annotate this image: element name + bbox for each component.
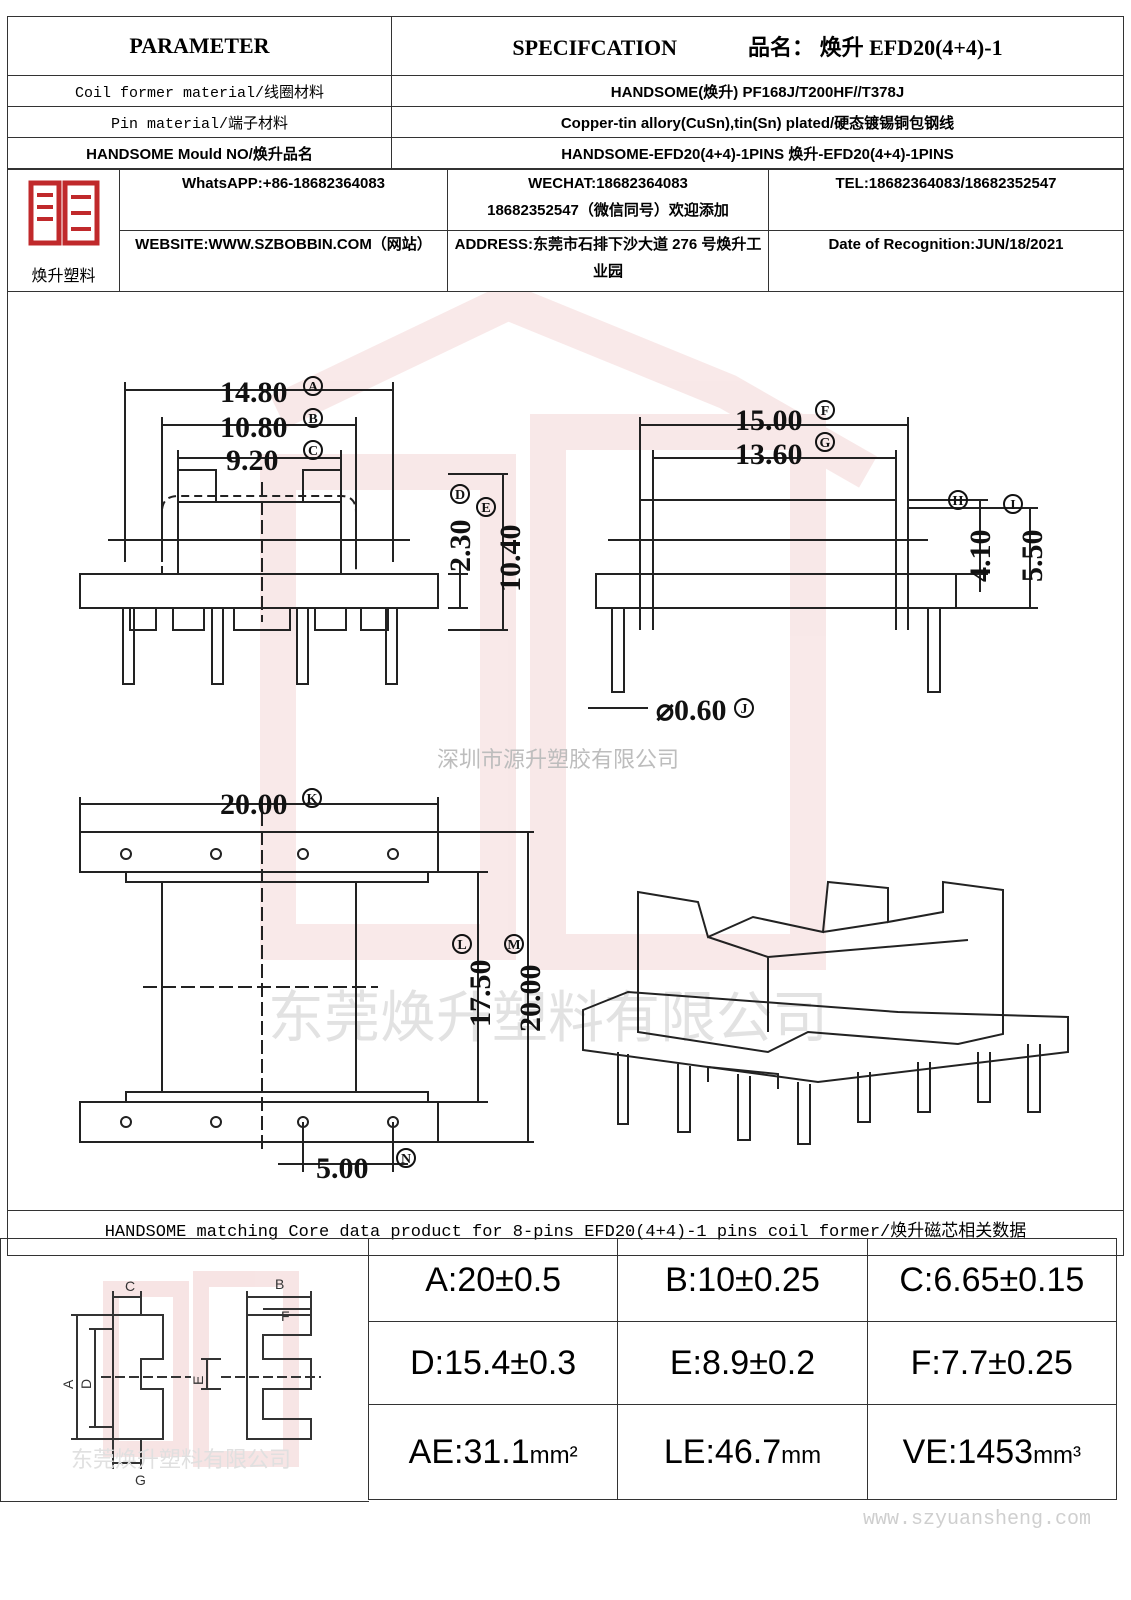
- core-e: E:8.9±0.2: [617, 1321, 868, 1405]
- pin-material-value: Copper-tin allory(CuSn),tin(Sn) plated/硬…: [391, 106, 1124, 138]
- dim-h-value: 4.10: [964, 530, 997, 583]
- core-ve-unit: mm³: [1033, 1441, 1082, 1469]
- dim-j-value: ⌀0.60: [656, 694, 727, 727]
- contact-table: 焕升塑料 WhatsAPP:+86-18682364083 WECHAT:186…: [7, 169, 1124, 292]
- product-label: 品名：: [748, 35, 815, 60]
- core-watermark: 东莞焕升塑料有限公司: [71, 1448, 291, 1473]
- core-ve: VE:1453mm³: [866, 1404, 1118, 1500]
- website: WEBSITE:WWW.SZBOBBIN.COM（网站）: [119, 230, 448, 292]
- spec-sheet: PARAMETER SPECIFCATION 品名： 焕升 EFD20(4+4)…: [7, 16, 1124, 1556]
- core-schematic: C B F A D E G 东莞焕升塑料有限公司: [0, 1238, 369, 1502]
- isometric-view: [582, 880, 1069, 1145]
- watermark-text-1: 深圳市源升塑胶有限公司: [437, 748, 679, 773]
- drawing-canvas: 深圳市源升塑胶有限公司 东莞焕升塑料有限公司: [79, 292, 1069, 1185]
- tag-h: H: [953, 494, 964, 509]
- wechat-line-2: 18682352547（微信同号）欢迎添加: [487, 202, 729, 219]
- tag-n: N: [401, 1152, 411, 1167]
- tag-g: G: [820, 436, 831, 451]
- dim-a-value: 14.80: [220, 376, 288, 409]
- tag-e: E: [481, 501, 490, 516]
- dim-b-value: 10.80: [220, 411, 288, 444]
- dim-e-value: 10.40: [494, 525, 527, 593]
- product-name: 焕升 EFD20(4+4)-1: [819, 35, 1003, 60]
- recognition-date: Date of Recognition:JUN/18/2021: [768, 230, 1124, 292]
- core-c: C:6.65±0.15: [866, 1238, 1118, 1322]
- mould-no-value: HANDSOME-EFD20(4+4)-1PINS 焕升-EFD20(4+4)-…: [391, 137, 1124, 169]
- tag-a: A: [308, 380, 319, 395]
- side-view: [588, 417, 1038, 709]
- watermark-logo: [260, 292, 877, 970]
- dim-c-value: 9.20: [226, 444, 279, 477]
- tag-i: I: [1010, 498, 1015, 513]
- whatsapp: WhatsAPP:+86-18682364083: [119, 169, 448, 231]
- core-schematic-drawing: C B F A D E G 东莞焕升塑料有限公司: [60, 1271, 321, 1488]
- logo-mark-icon: [28, 180, 99, 246]
- coil-material-label: Coil former material/线圈材料: [7, 75, 392, 107]
- address: ADDRESS:东莞市石排下沙大道 276 号焕升工业园: [447, 230, 769, 292]
- core-ve-value: VE:1453: [902, 1432, 1034, 1471]
- specification-label: SPECIFCATION: [512, 35, 678, 60]
- core-le-unit: mm: [781, 1441, 822, 1469]
- wechat-line-1: WECHAT:18682364083: [528, 175, 688, 192]
- telephone: TEL:18682364083/18682352547: [768, 169, 1124, 231]
- specification-heading: SPECIFCATION 品名： 焕升 EFD20(4+4)-1: [391, 16, 1124, 76]
- parameter-heading: PARAMETER: [7, 16, 392, 76]
- core-f: F:7.7±0.25: [866, 1321, 1118, 1405]
- tag-m: M: [507, 938, 520, 953]
- logo-text: 焕升塑料: [31, 268, 96, 285]
- mould-no-label: HANDSOME Mould NO/焕升品名: [7, 137, 392, 169]
- dim-f-value: 15.00: [735, 404, 803, 437]
- core-le: LE:46.7mm: [617, 1404, 868, 1500]
- core-label-b: B: [275, 1276, 284, 1292]
- dim-i-value: 5.50: [1016, 530, 1049, 583]
- core-label-g: G: [135, 1472, 146, 1488]
- core-label-d: D: [78, 1379, 94, 1389]
- dim-n-value: 5.00: [316, 1152, 369, 1185]
- tag-l: L: [457, 938, 466, 953]
- dim-g-value: 13.60: [735, 438, 803, 471]
- core-ae: AE:31.1mm²: [367, 1404, 619, 1500]
- core-label-e: E: [190, 1376, 206, 1385]
- tag-f: F: [821, 404, 830, 419]
- tag-b: B: [308, 412, 317, 427]
- pin-material-label: Pin material/端子材料: [7, 106, 392, 138]
- front-view: [79, 382, 508, 685]
- core-b: B:10±0.25: [617, 1238, 868, 1322]
- core-d: D:15.4±0.3: [367, 1321, 619, 1405]
- core-label-a: A: [60, 1379, 76, 1389]
- dim-m-value: 20.00: [514, 965, 547, 1033]
- core-label-f: F: [281, 1308, 290, 1324]
- dim-k-value: 20.00: [220, 788, 288, 821]
- footer-url: www.szyuansheng.com: [862, 1508, 1091, 1531]
- core-label-c: C: [125, 1278, 135, 1294]
- coil-material-value: HANDSOME(焕升) PF168J/T200HF//T378J: [391, 75, 1124, 107]
- watermark-text-2: 东莞焕升塑料有限公司: [268, 986, 828, 1051]
- core-data-table: A:20±0.5 B:10±0.25 C:6.65±0.15 D:15.4±0.…: [367, 1238, 1118, 1500]
- core-ae-unit: mm²: [529, 1441, 578, 1469]
- tag-c: C: [308, 444, 318, 459]
- technical-drawing: 深圳市源升塑胶有限公司 东莞焕升塑料有限公司: [7, 292, 1124, 1210]
- dim-l-value: 17.50: [464, 960, 497, 1028]
- dim-d-value: 2.30: [444, 520, 477, 573]
- top-view: [79, 797, 534, 1172]
- parameter-table: PARAMETER SPECIFCATION 品名： 焕升 EFD20(4+4)…: [7, 16, 1124, 169]
- tag-k: K: [307, 792, 318, 807]
- tag-d: D: [455, 488, 465, 503]
- wechat: WECHAT:18682364083 18682352547（微信同号）欢迎添加: [447, 169, 769, 231]
- core-ae-value: AE:31.1: [408, 1432, 530, 1471]
- company-logo: 焕升塑料: [7, 169, 120, 292]
- core-a: A:20±0.5: [367, 1238, 619, 1322]
- core-le-value: LE:46.7: [663, 1432, 782, 1471]
- tag-j: J: [741, 702, 748, 717]
